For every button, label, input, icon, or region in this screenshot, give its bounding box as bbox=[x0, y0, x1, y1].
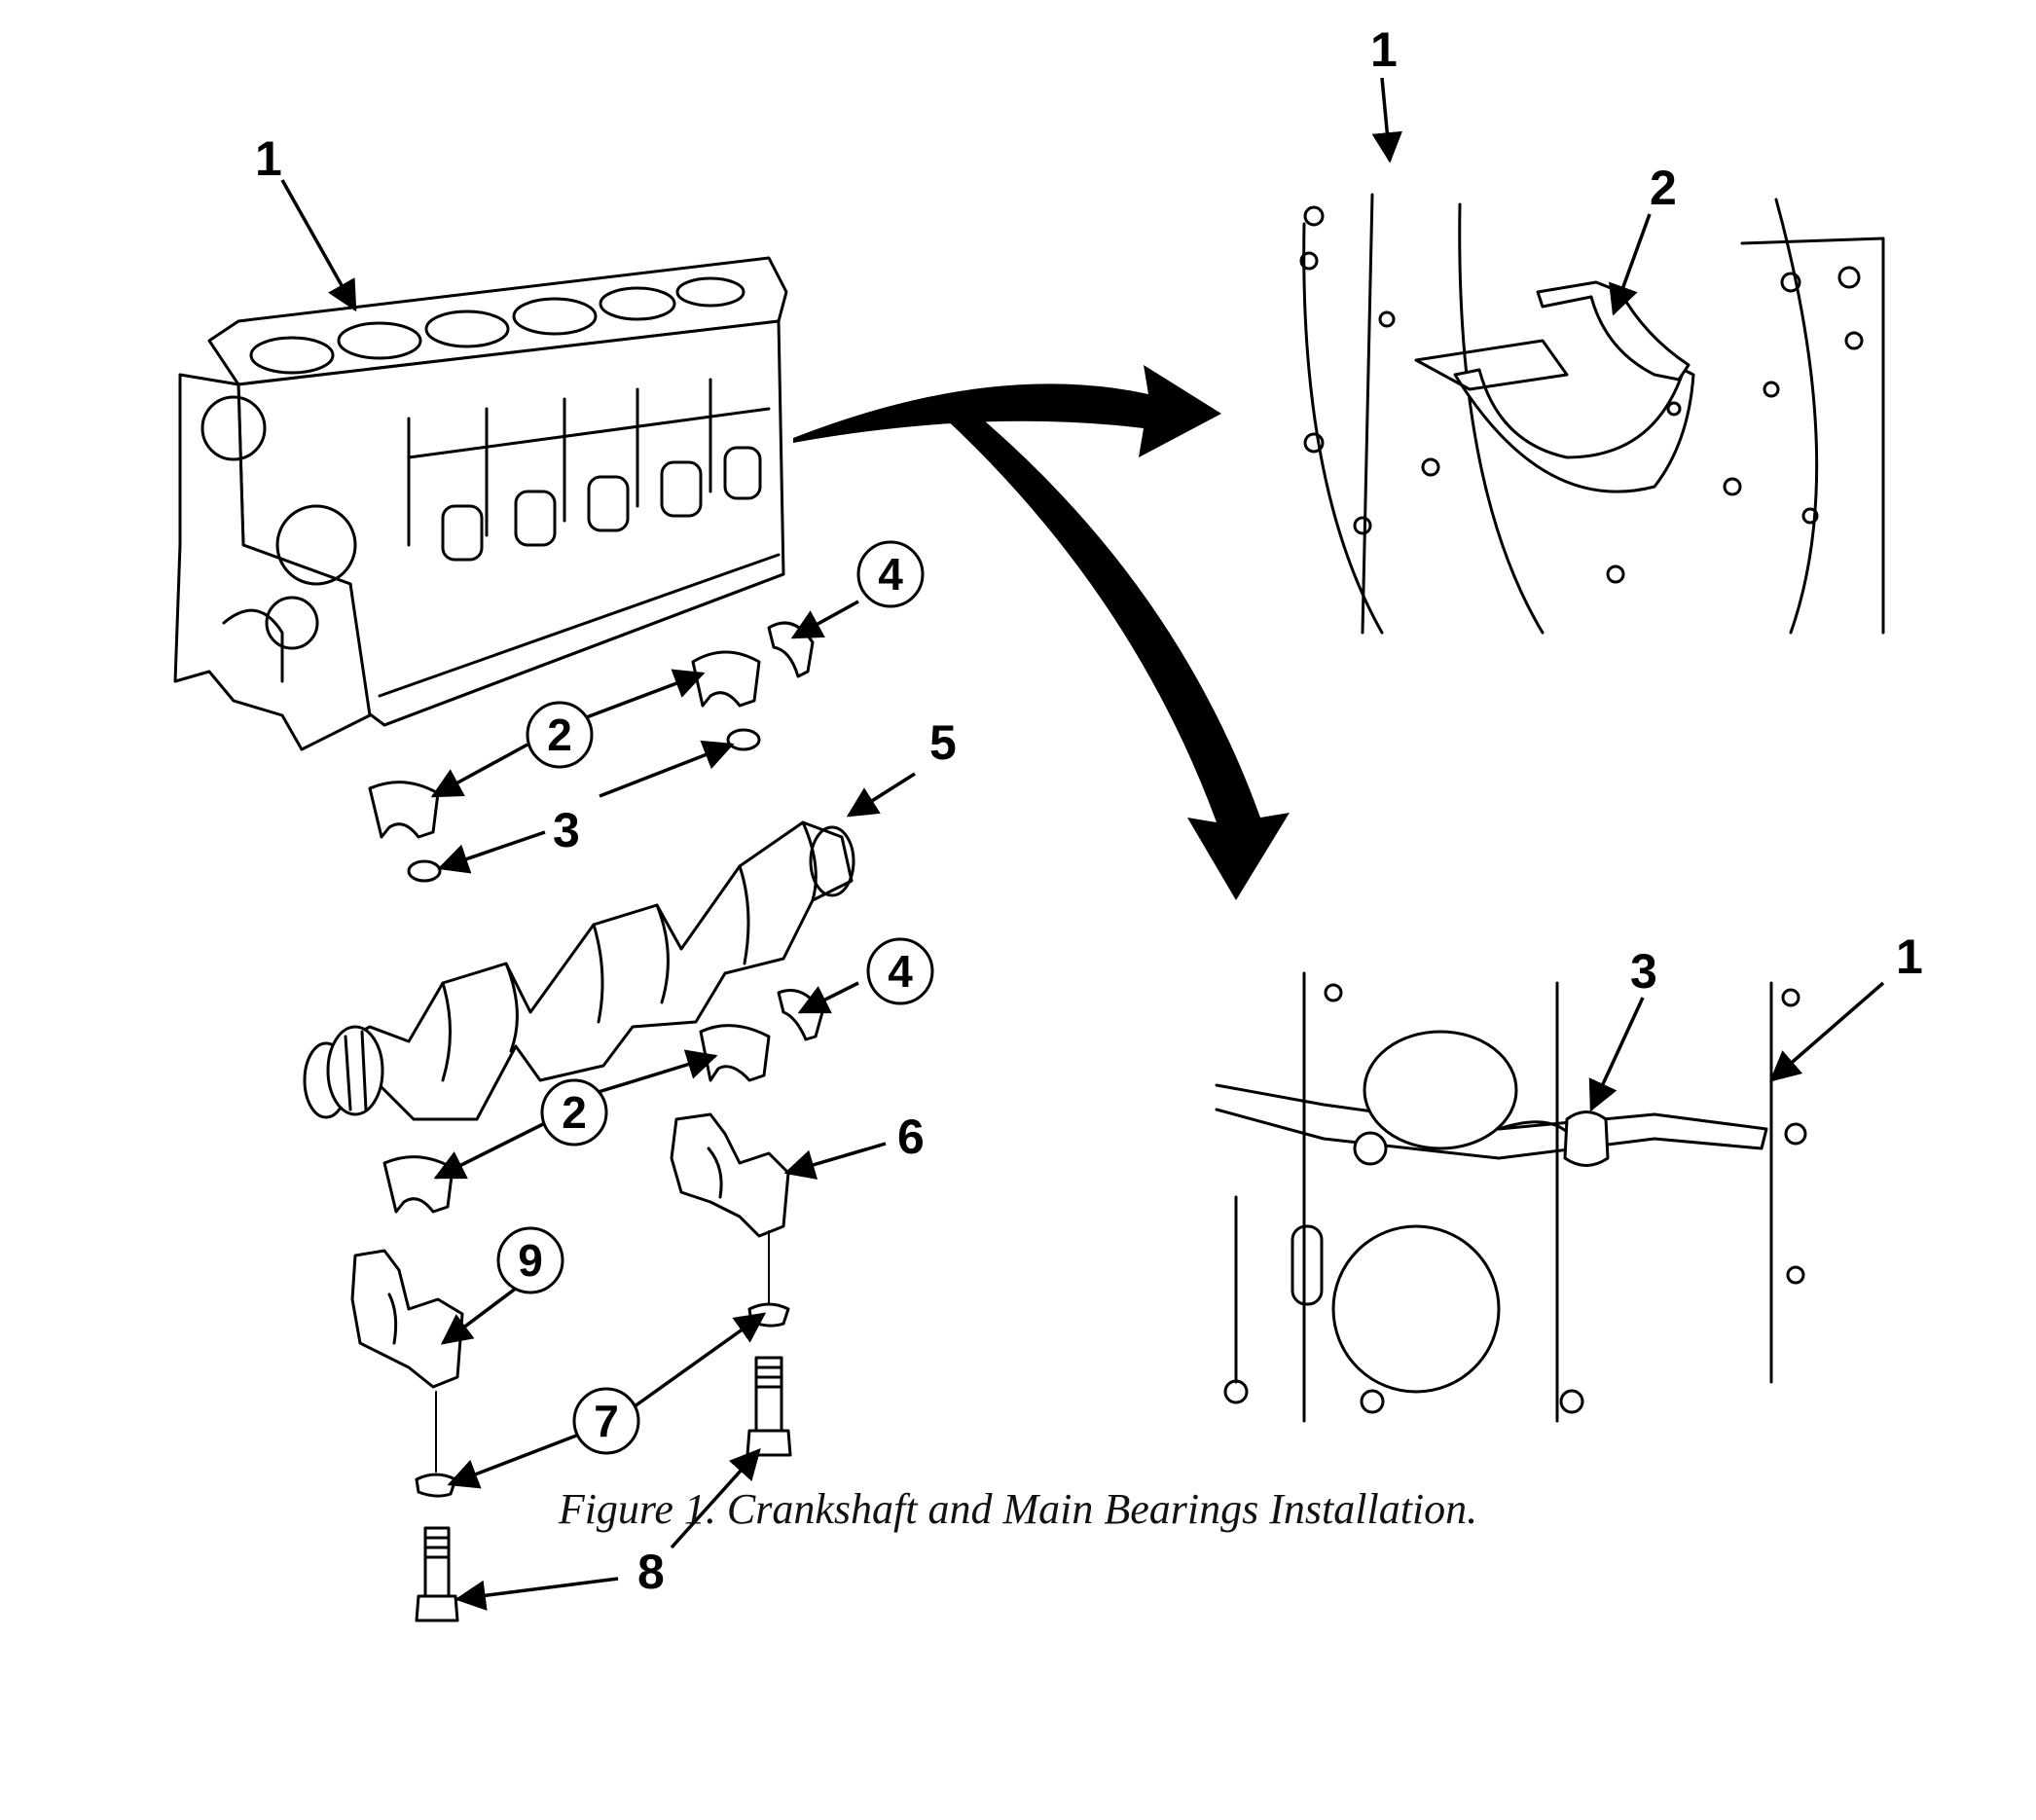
callout-block-main: 1 bbox=[255, 131, 282, 186]
callout-washer: 7 bbox=[594, 1396, 619, 1446]
upper-bearing-shell-right bbox=[691, 650, 761, 708]
callout-cap-front: 9 bbox=[518, 1235, 543, 1286]
callout-detail-bottom-block: 1 bbox=[1896, 929, 1923, 984]
callout-crankshaft: 5 bbox=[929, 715, 957, 770]
callout-washer-circle: 7 bbox=[572, 1387, 640, 1455]
main-bearing-cap-rear bbox=[670, 1112, 790, 1238]
figure-caption: Figure 1. Crankshaft and Main Bearings I… bbox=[558, 1485, 1478, 1533]
callout-detail-top-shell: 2 bbox=[1650, 161, 1677, 215]
callout-upper-shell-circle: 2 bbox=[526, 701, 594, 769]
callout-dowel: 3 bbox=[553, 803, 580, 857]
callout-lower-shell-circle: 2 bbox=[540, 1078, 608, 1147]
detail-view-dowel-location bbox=[1215, 971, 1807, 1423]
callout-lower-shell: 2 bbox=[562, 1087, 587, 1138]
callout-upper-shell: 2 bbox=[547, 710, 572, 760]
detail-arrow-to-bottom bbox=[929, 399, 1290, 900]
crankshaft-illustration bbox=[303, 820, 855, 1121]
lower-bearing-shell-left bbox=[382, 1155, 454, 1214]
leader-arrows bbox=[280, 77, 1885, 1611]
callout-detail-bottom-dowel: 3 bbox=[1630, 944, 1657, 999]
lower-bearing-shell-right bbox=[699, 1024, 771, 1082]
callout-capscrew: 8 bbox=[637, 1545, 665, 1599]
callout-detail-top-block: 1 bbox=[1370, 22, 1398, 77]
callout-cap-front-circle: 9 bbox=[496, 1226, 564, 1294]
callout-thrust-lower: 4 bbox=[888, 946, 913, 997]
capscrews bbox=[415, 1230, 792, 1622]
callout-cap-rear: 6 bbox=[897, 1110, 925, 1164]
callout-thrust-upper: 4 bbox=[878, 549, 903, 600]
engine-block-illustration bbox=[173, 256, 788, 751]
detail-arrow-to-top bbox=[793, 365, 1221, 457]
callout-thrust-lower-circle: 4 bbox=[866, 937, 934, 1005]
main-bearing-cap-front bbox=[350, 1249, 464, 1389]
upper-bearing-shell-left bbox=[368, 781, 440, 839]
detail-view-bearing-bore bbox=[1299, 193, 1885, 635]
callout-thrust-upper-circle: 4 bbox=[856, 540, 925, 608]
lower-thrust-ring bbox=[777, 989, 824, 1041]
